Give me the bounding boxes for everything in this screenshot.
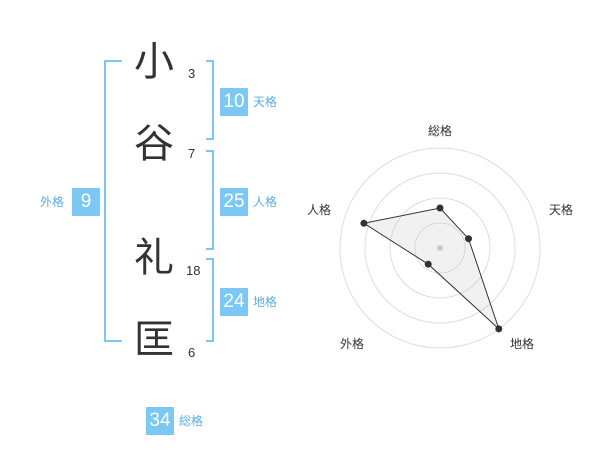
stroke-count-1: 3: [188, 66, 196, 81]
soukaku-label: 総格: [179, 414, 204, 428]
radar-axis-label-0: 総格: [428, 124, 453, 138]
radar-point-1: [465, 235, 472, 243]
tenkaku-label: 天格: [253, 95, 278, 109]
radar-point-0: [436, 204, 444, 212]
radar-point-3: [424, 260, 432, 268]
radar-chart: [339, 147, 541, 349]
jinkaku-label: 人格: [253, 195, 278, 209]
name-char-4: 匡: [134, 317, 174, 363]
radar-axis-label-4: 人格: [307, 203, 332, 217]
name-char-3: 礼: [134, 235, 174, 281]
soukaku-score: 34: [146, 407, 174, 435]
gaikaku-score: 9: [72, 188, 100, 216]
chikaku-label: 地格: [253, 295, 278, 309]
tenkaku-score: 10: [220, 88, 248, 116]
radar-ring-1: [414, 222, 466, 274]
stroke-count-3: 18: [186, 263, 201, 278]
radar-point-2: [495, 325, 503, 333]
jinkaku-score: 25: [220, 188, 248, 216]
name-char-1: 小: [134, 39, 174, 85]
radar-ring-2: [389, 197, 491, 299]
radar-ring-4: [339, 147, 541, 349]
chikaku-score: 24: [220, 288, 248, 316]
radar-axis-label-3: 外格: [340, 337, 365, 351]
stroke-count-2: 7: [188, 146, 196, 161]
stroke-count-4: 6: [188, 345, 196, 360]
radar-center-dot: [437, 245, 443, 251]
name-char-2: 谷: [134, 121, 174, 167]
radar-ring-3: [364, 172, 516, 324]
gaikaku-label: 外格: [40, 195, 65, 209]
radar-axis-label-2: 地格: [510, 337, 535, 351]
radar-axis-label-1: 天格: [549, 203, 574, 217]
radar-series-polygon: [362, 207, 500, 330]
radar-point-4: [360, 219, 368, 227]
